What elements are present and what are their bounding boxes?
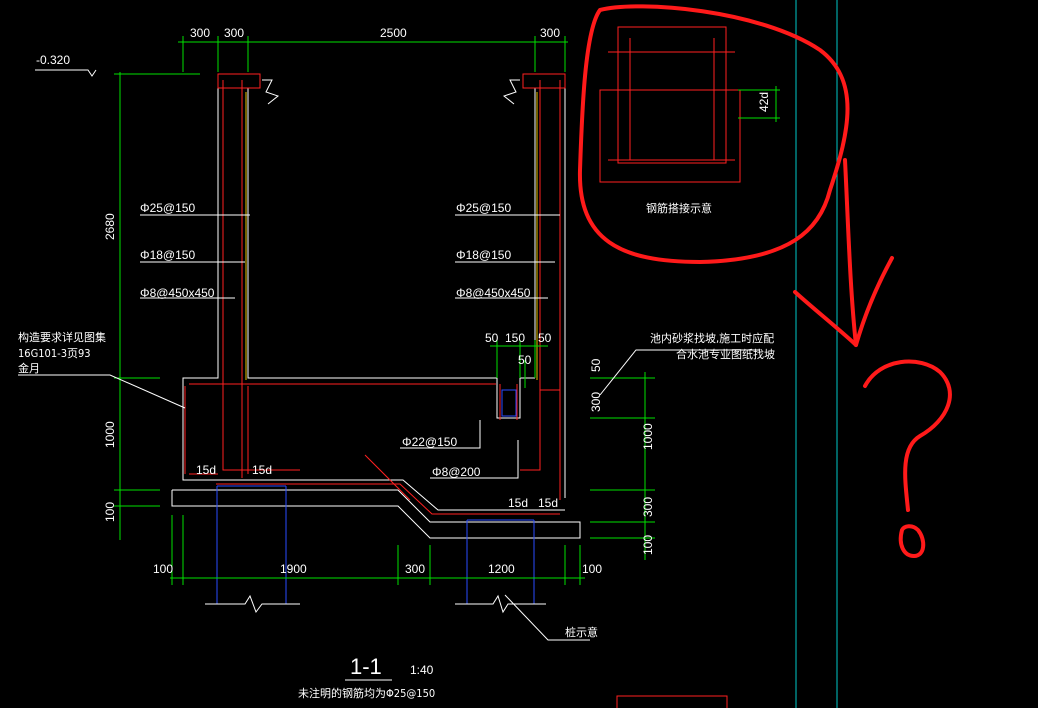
anchor-label: 15d (508, 496, 528, 510)
elevation-label: -0.320 (36, 53, 70, 67)
dim-notch-1: 50 (485, 331, 499, 345)
circle-mark (577, 4, 850, 264)
dim-right-4: 300 (641, 497, 655, 517)
rebar-right-dist: Φ18@150 (456, 248, 511, 262)
title-block: 1-1 1:40 未注明的钢筋均为Φ25@150 (298, 654, 435, 700)
dim-left-2: 1000 (103, 421, 117, 448)
dim-top-3: 2500 (380, 26, 407, 40)
pile-outlines (205, 485, 546, 614)
anchor-label: 15d (538, 496, 558, 510)
note-left-line: 金月 (18, 361, 40, 375)
note-pile: 桩示意 (565, 625, 598, 639)
anchor-label: 15d (252, 463, 272, 477)
dim-right-5: 100 (641, 535, 655, 555)
dim-top-1: 300 (190, 26, 210, 40)
dim-notch-2: 150 (505, 331, 525, 345)
inset-label: 钢筋搭接示意 (646, 201, 712, 215)
arrow-shaft (843, 158, 858, 347)
rebar-base-main: Φ22@150 (402, 435, 457, 449)
leader-lines (18, 69, 760, 641)
partial-frame (616, 695, 728, 708)
dim-left-1: 2680 (103, 213, 117, 240)
footnote: 未注明的钢筋均为Φ25@150 (298, 686, 435, 700)
dim-bottom-1: 100 (153, 562, 173, 576)
dim-bottom-4: 1200 (488, 562, 515, 576)
rebar-texts: Φ25@150 Φ18@150 Φ8@450x450 Φ25@150 Φ18@1… (140, 201, 558, 510)
dim-bottom-5: 100 (582, 562, 602, 576)
note-right-line: 合水池专业图纸找坡 (676, 347, 775, 361)
dim-left-3: 100 (103, 502, 117, 522)
rebar-right-tie: Φ8@450x450 (456, 286, 531, 300)
dim-top-2: 300 (224, 26, 244, 40)
note-left-line: 构造要求详见图集 (18, 330, 106, 344)
section-scale: 1:40 (410, 663, 434, 677)
anchor-label: 15d (196, 463, 216, 477)
note-right-line: 池内砂浆找坡,施工时应配 (650, 331, 774, 345)
rebar-lines (184, 73, 566, 515)
dim-right-3: 1000 (641, 423, 655, 450)
dim-right-1: 50 (589, 358, 603, 372)
rebar-left-main: Φ25@150 (140, 201, 195, 215)
arrow-head (793, 256, 894, 347)
dim-bottom-2: 1900 (280, 562, 307, 576)
rebar-left-dist: Φ18@150 (140, 248, 195, 262)
inset-lap-dim: 42d (757, 92, 771, 112)
dim-notch-4: 50 (518, 353, 532, 367)
dim-top-4: 300 (540, 26, 560, 40)
rebar-base-tie: Φ8@200 (432, 465, 481, 479)
rebar-right-main: Φ25@150 (456, 201, 511, 215)
section-title: 1-1 (350, 654, 382, 679)
question-mark-dot (898, 524, 926, 558)
note-left-line: 16G101-3页93 (18, 347, 91, 360)
rebar-left-tie: Φ8@450x450 (140, 286, 215, 300)
dim-right-2: 300 (589, 392, 603, 412)
dimension-lines (114, 36, 655, 585)
dim-bottom-3: 300 (405, 562, 425, 576)
dimension-texts: 300 300 2500 300 2680 1000 100 50 300 10… (36, 26, 655, 576)
lap-splice-inset (599, 26, 780, 183)
question-mark-curve (863, 359, 952, 512)
dim-notch-3: 50 (538, 331, 552, 345)
structure-outline (171, 79, 581, 539)
note-texts: 构造要求详见图集 16G101-3页93 金月 池内砂浆找坡,施工时应配 合水池… (18, 92, 775, 639)
handwritten-annotation (577, 4, 952, 558)
